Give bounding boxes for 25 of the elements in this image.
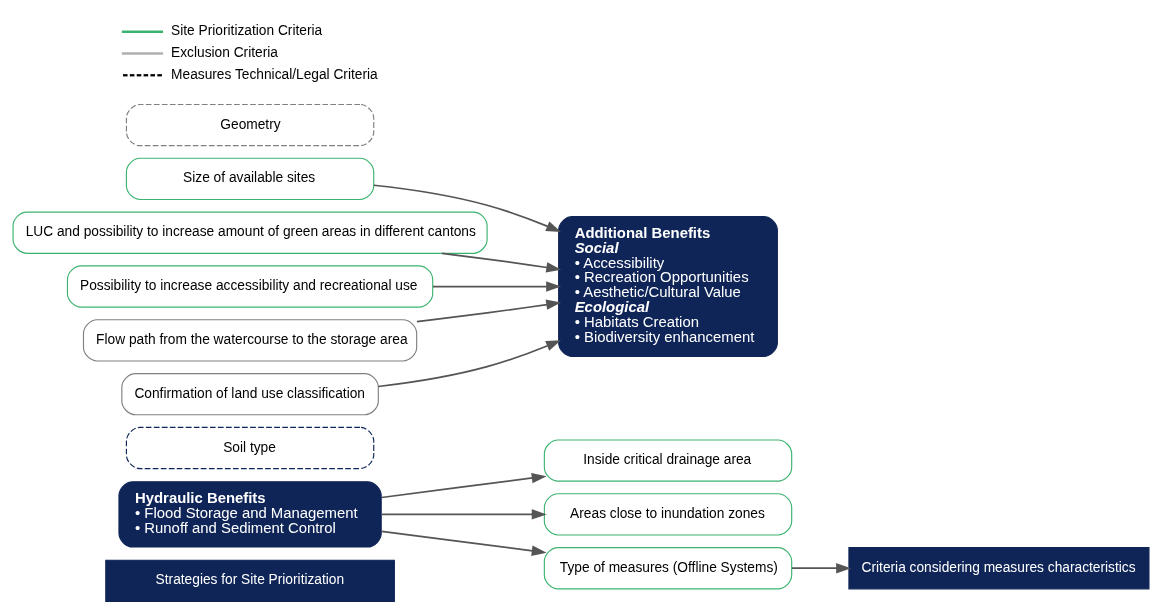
node-box: Confirmation of land use classification [121, 372, 379, 416]
node-box: Size of available sites [125, 157, 375, 201]
legend-label: Site Prioritization Criteria [171, 23, 323, 39]
node-box: Criteria considering measures characteristics [848, 547, 1150, 590]
arrow [372, 184, 562, 233]
arrow [377, 340, 561, 388]
legend-label: Exclusion Criteria [171, 45, 278, 61]
node-box: Flow path from the watercourse to the storage area [82, 319, 418, 362]
node-box: Areas close to inundation zones [543, 493, 793, 536]
node-box: Strategies for Site Prioritization [105, 559, 395, 602]
node-box: LUC and possibility to increase amount of green areas in different cantons [12, 211, 488, 254]
node-box: Hydraulic Benefits • Flood Storage and Management • Runoff and Sediment Control [118, 481, 382, 548]
arrow [440, 252, 562, 273]
node-box: Inside critical drainage area [543, 439, 793, 482]
arrow [432, 281, 562, 292]
node-box: Additional Benefits Social • Accessibility • Recreation Opportunities • Aesthetic/Cultural Value Ecological • Habitats Creation • Biodiversity enhancement [558, 216, 778, 357]
node-box: Type of measures (Offline Systems) [543, 547, 793, 590]
node-box: Soil type [125, 426, 375, 470]
arrow [380, 472, 547, 499]
node-box: Geometry [125, 103, 375, 147]
node-box: Possibility to increase accessibility and recreational use [66, 265, 434, 308]
arrow [380, 509, 547, 520]
arrow [380, 530, 547, 556]
arrow [791, 563, 852, 574]
legend-label: Measures Technical/Legal Criteria [171, 66, 378, 82]
